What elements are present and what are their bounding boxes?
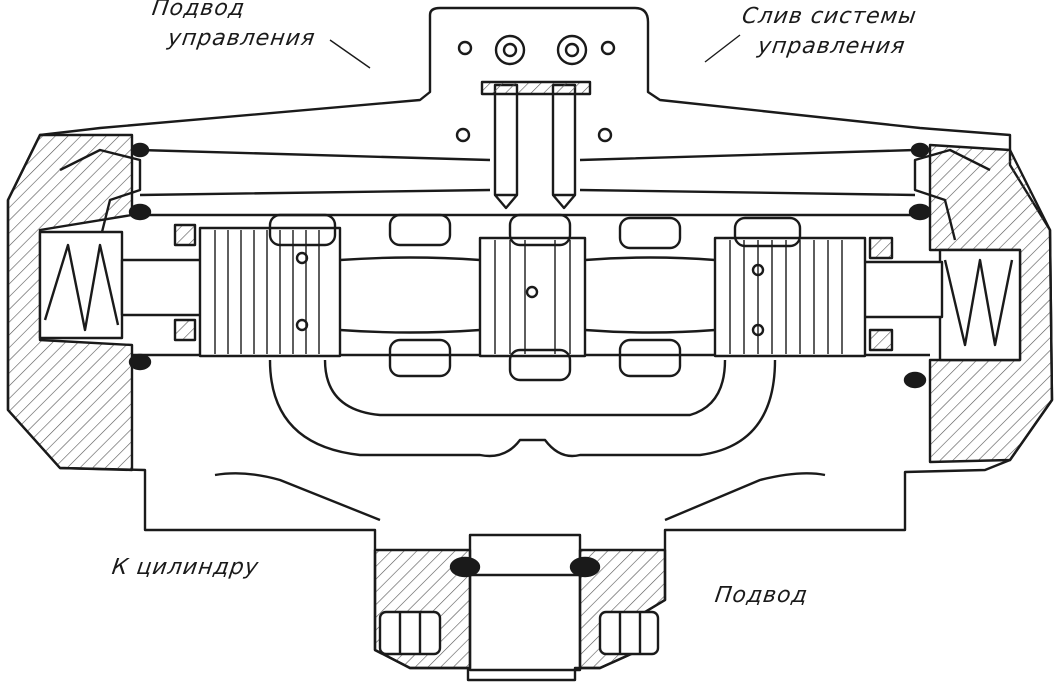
label-drain-control-line1: Слив системы bbox=[740, 4, 919, 29]
spool-rod-left bbox=[120, 258, 204, 317]
label-supply-control: Подвод управления bbox=[146, 0, 322, 54]
label-drain-control-line2: управления bbox=[756, 34, 908, 59]
spool-land-right bbox=[713, 236, 867, 358]
annular-groove-3 bbox=[508, 213, 572, 247]
control-channel-left bbox=[493, 83, 519, 197]
control-channel-right bbox=[551, 83, 577, 197]
left-spring bbox=[43, 243, 120, 332]
label-supply-control-line2: управления bbox=[166, 26, 318, 51]
label-drain-control: Слив системы управления bbox=[736, 2, 919, 62]
annular-groove-1 bbox=[268, 213, 337, 247]
left-end-cap-section bbox=[6, 133, 134, 472]
right-spring bbox=[943, 258, 1014, 347]
spool-land-left bbox=[198, 226, 342, 358]
lower-u-passage bbox=[268, 359, 777, 458]
right-spring-chamber bbox=[938, 248, 1022, 362]
label-supply: Подвод bbox=[713, 583, 810, 608]
spool-rod-right bbox=[858, 260, 944, 319]
annular-groove-4 bbox=[618, 216, 682, 250]
top-pin-left bbox=[494, 34, 526, 66]
pilot-passage bbox=[139, 148, 916, 197]
label-to-cylinder: К цилиндру bbox=[110, 555, 261, 580]
spool-land-center bbox=[478, 236, 587, 358]
top-pin-right bbox=[556, 34, 588, 66]
left-nut bbox=[378, 610, 442, 656]
spool bbox=[198, 226, 867, 358]
label-supply-control-line1: Подвод bbox=[150, 0, 247, 21]
right-nut bbox=[598, 610, 660, 656]
annular-groove-5 bbox=[733, 216, 802, 248]
bottom-port bbox=[468, 533, 582, 672]
annular-groove-2 bbox=[388, 213, 452, 247]
